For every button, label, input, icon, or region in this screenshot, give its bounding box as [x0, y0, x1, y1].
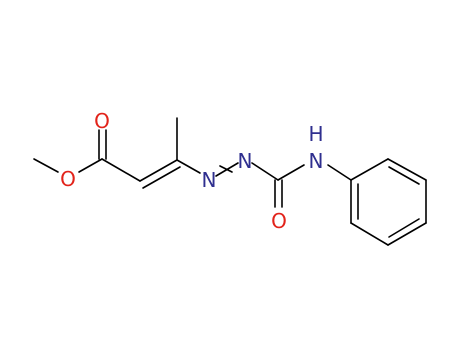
bond-nh-phenyl [327, 164, 352, 181]
bond-oxygen-carbonyl-carbon [78, 158, 103, 173]
atom-labels: O O N N H N O [60, 109, 323, 233]
atom-hydrogen-amide: H [308, 122, 323, 146]
bond-alkene-nitrogen [176, 159, 201, 174]
atom-nitrogen-amide: N [309, 149, 324, 173]
bond-azo-double-2 [219, 165, 233, 173]
atom-oxygen-urea: O [271, 209, 287, 233]
bonds [33, 117, 427, 246]
bond-nitrogen-urea-carbon [251, 162, 279, 181]
atom-nitrogen-azo-left: N [202, 168, 217, 192]
bond-ring-5 [350, 222, 389, 246]
bond-ring-inner-2 [388, 218, 420, 238]
bond-alkene-double-2 [142, 166, 181, 189]
atom-oxygen-ether: O [60, 167, 76, 191]
bond-ring-2 [387, 158, 427, 181]
atom-nitrogen-azo-right: N [238, 149, 253, 173]
bond-carbonyl-alkene [101, 158, 141, 182]
atom-oxygen-carbonyl-ester: O [94, 109, 110, 133]
bond-alkene-double-1 [139, 159, 178, 182]
bond-ring-inner-1 [388, 166, 420, 185]
bond-urea-carbon-nh [277, 164, 305, 181]
bond-methyl-oxygen [33, 158, 59, 173]
bond-ring-1 [350, 158, 389, 181]
bond-ring-4 [387, 222, 427, 246]
